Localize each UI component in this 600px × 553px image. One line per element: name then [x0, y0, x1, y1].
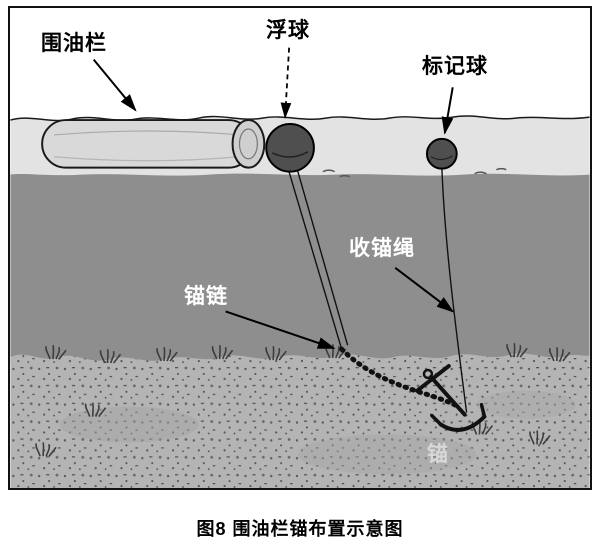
label-retrieval-rope: 收锚绳: [349, 237, 415, 260]
marker-label-arrow: [441, 87, 454, 135]
float-mooring-line: [287, 168, 343, 350]
seabed-mound: [476, 390, 576, 419]
diagram-svg: [10, 8, 590, 488]
label-anchor: 锚: [427, 443, 449, 466]
label-oil-boom: 围油栏: [41, 32, 107, 55]
float-mooring-line-2: [296, 168, 349, 346]
float-ball-graphic: [265, 123, 315, 173]
seabed-texture: [10, 353, 590, 488]
marker-ball-graphic: [425, 137, 458, 170]
seabed-mound: [298, 434, 477, 475]
label-anchor-chain: 锚链: [184, 285, 228, 308]
float-label-arrow: [280, 47, 292, 119]
boom-graphic: [41, 119, 266, 169]
wave-mark: [322, 169, 350, 178]
figure-caption: 图8 围油栏锚布置示意图: [196, 519, 404, 539]
seabed-mound: [60, 406, 199, 443]
rope-label-arrow: [394, 267, 455, 313]
wave-mark: [474, 167, 507, 175]
deep-water-area: [10, 170, 590, 366]
diagram-frame: [8, 6, 592, 490]
boom-label-arrow: [92, 58, 137, 112]
label-marker-ball: 标记球: [422, 55, 488, 78]
water-surface-line: [10, 115, 590, 122]
anchor-graphic: [415, 364, 487, 432]
label-float-ball: 浮球: [266, 19, 310, 42]
chain-label-arrow: [225, 310, 336, 350]
retrieval-rope-graphic: [441, 166, 468, 413]
anchor-chain-graphic: [339, 346, 462, 410]
